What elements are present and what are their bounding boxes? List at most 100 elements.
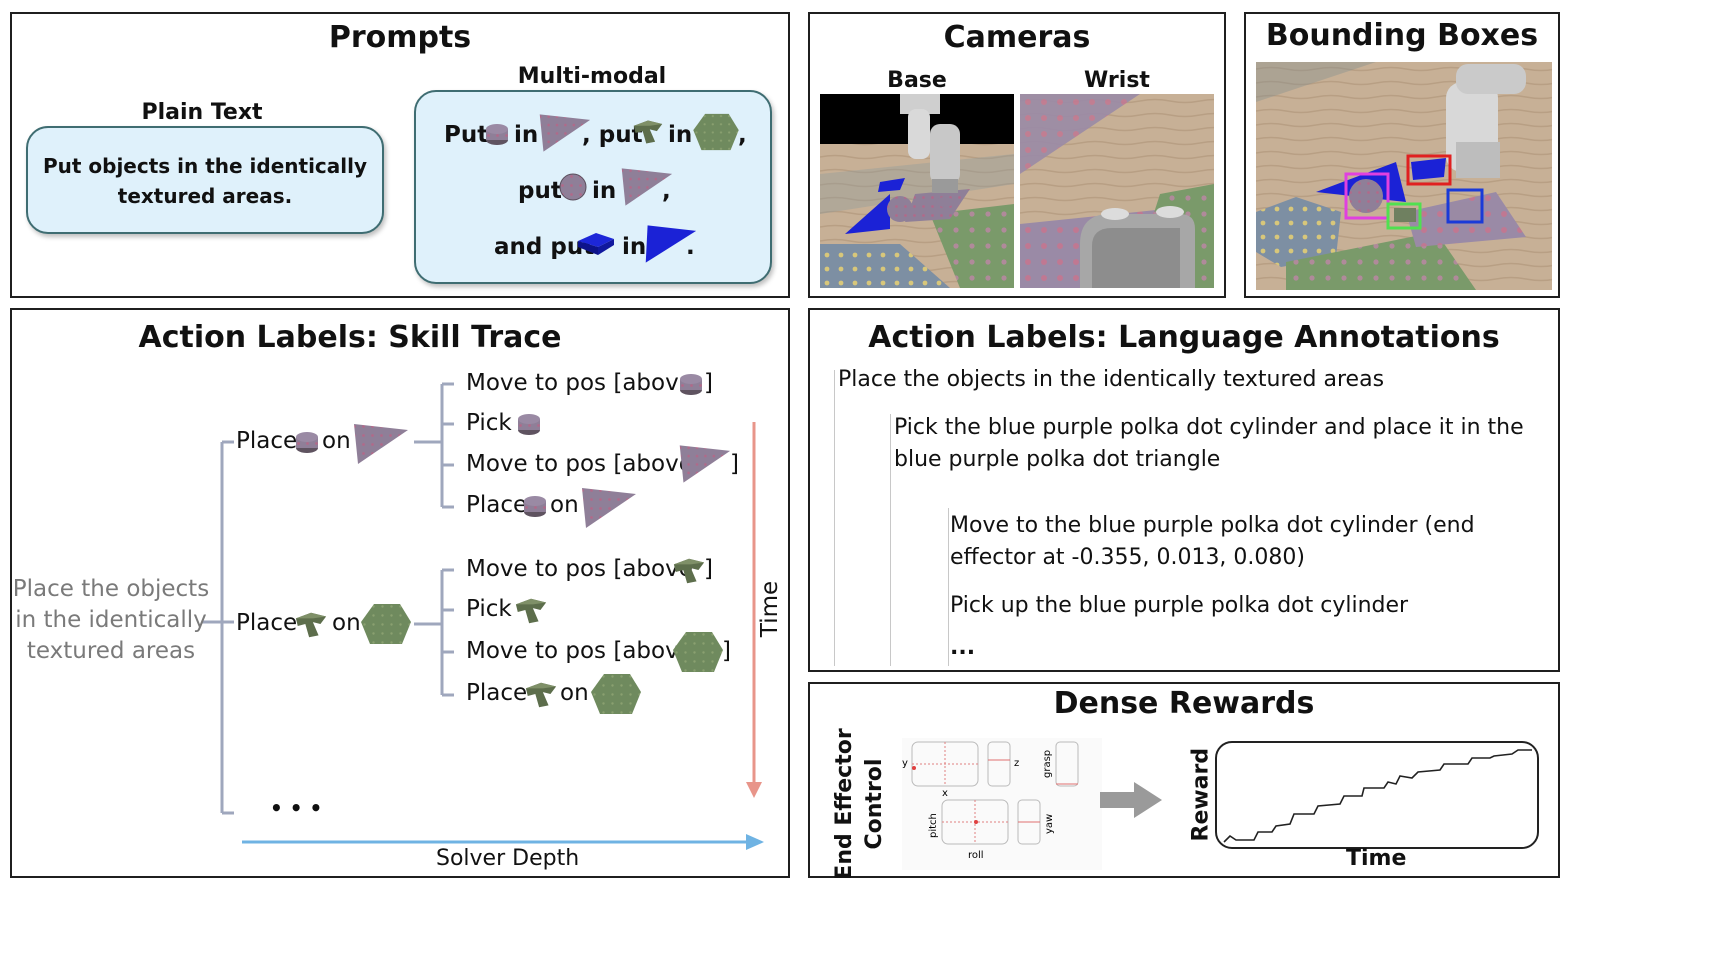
triangle-icon (578, 486, 638, 530)
mm-put2: put (518, 178, 562, 204)
prompts-title: Prompts (328, 20, 472, 55)
root-line-3: textured areas (26, 638, 196, 664)
reward-curve-plot (1215, 741, 1539, 849)
l-shape-icon (672, 556, 706, 586)
skill-trace-panel: Action Labels: Skill Trace (10, 308, 790, 878)
multimodal-bubble: Put in , put in , put in , and put in . (414, 90, 772, 284)
dense-rewards-panel: Dense Rewards End Effector Control y x z… (808, 682, 1560, 880)
cylinder-icon (678, 372, 704, 396)
close-bracket: ] (722, 638, 731, 664)
on-label: on (332, 610, 361, 636)
mm-period: . (686, 234, 695, 260)
place-label: Place (466, 680, 528, 706)
hexagon-icon (360, 602, 412, 646)
place-label: Place (466, 492, 528, 518)
end-effector-line2: Control (862, 758, 887, 850)
root-line-1: Place the objects (12, 576, 210, 602)
bounding-boxes-image (1256, 62, 1552, 290)
solver-depth-label: Solver Depth (436, 846, 580, 871)
on-label: on (322, 428, 351, 454)
mm-comma: , (738, 122, 747, 148)
reward-axis-label: Reward (1188, 747, 1214, 842)
close-bracket: ] (704, 370, 713, 396)
l-shape-icon (632, 118, 664, 146)
cameras-title: Cameras (943, 20, 1091, 55)
solver-depth-arrow (242, 834, 764, 850)
base-camera-label: Base (887, 68, 947, 93)
subplot-label-y: y (902, 758, 908, 769)
subplot-label-pitch: pitch (928, 813, 939, 838)
mm-and-put: and put (494, 234, 595, 260)
cameras-panel: Cameras Base Wrist (808, 12, 1226, 298)
cylinder-icon (522, 494, 548, 518)
mm-in: in (668, 122, 693, 148)
continuation-ellipsis: • • • (270, 796, 323, 820)
subplot-label-z: z (1014, 758, 1019, 769)
dense-rewards-title: Dense Rewards (1053, 686, 1315, 721)
subplot-label-grasp: grasp (1042, 750, 1053, 778)
subplot-label-roll: roll (968, 850, 984, 861)
mm-put: Put (444, 122, 489, 148)
triangle-icon (676, 442, 732, 486)
reward-time-label: Time (1346, 846, 1407, 871)
place-label: Place (236, 610, 298, 636)
pick-label: Pick (466, 596, 512, 622)
ball-icon (558, 172, 588, 202)
skill-trace-title: Action Labels: Skill Trace (138, 320, 562, 355)
l-shape-icon (524, 680, 558, 710)
hexagon-icon (692, 112, 740, 152)
move-to-pos-label: Move to pos [above (466, 556, 693, 582)
annotation-level-3-pick: Pick up the blue purple polka dot cylind… (950, 593, 1409, 618)
close-bracket: ] (730, 451, 739, 477)
mm-in: in (622, 234, 647, 260)
base-camera-image (820, 94, 1014, 288)
plain-text-bubble: Put objects in the identically textured … (26, 126, 384, 234)
l-shape-icon (514, 596, 548, 626)
annotation-level-1: Place the objects in the identically tex… (838, 367, 1385, 392)
move-to-pos-label: Move to pos [above (466, 451, 693, 477)
annotation-level-3-move: Move to the blue purple polka dot cylind… (950, 510, 1475, 574)
indent-line-3 (948, 508, 949, 666)
bbox-l-shape (1386, 202, 1422, 230)
plain-text-line2: textured areas. (117, 184, 293, 208)
time-arrow (746, 422, 762, 798)
mm-in: in (514, 122, 539, 148)
cylinder-icon (516, 412, 542, 436)
reward-curve (1223, 749, 1532, 843)
cylinder-icon (484, 122, 510, 146)
bounding-boxes-panel: Bounding Boxes (1244, 12, 1560, 298)
mm-in: in (592, 178, 617, 204)
end-effector-line1: End Effector (832, 728, 857, 880)
indent-line-2 (890, 414, 891, 666)
annotation-level-2: Pick the blue purple polka dot cylinder … (894, 412, 1524, 476)
on-label: on (550, 492, 579, 518)
plain-text-heading: Plain Text (141, 100, 263, 125)
plain-text-line1: Put objects in the identically (42, 154, 368, 178)
root-node: Place the objects in the identically tex… (12, 574, 210, 667)
blue-block-icon (576, 228, 616, 260)
mm-comma-put: , put (582, 122, 643, 148)
move-to-pos-label: Move to pos [above (466, 370, 693, 396)
multimodal-heading: Multi-modal (517, 64, 667, 89)
end-effector-subplots: y x z grasp pitch roll yaw (902, 738, 1102, 870)
language-annotations-panel: Action Labels: Language Annotations Plac… (808, 308, 1560, 672)
annotation-level-3-move-line1: Move to the blue purple polka dot cylind… (950, 513, 1475, 538)
pick-label: Pick (466, 410, 512, 436)
bbox-cylinder (1446, 188, 1484, 224)
bounding-boxes-title: Bounding Boxes (1265, 18, 1539, 53)
end-effector-axis-label: End Effector Control (830, 714, 890, 894)
l-shape-icon (294, 610, 328, 640)
time-axis-label: Time (757, 580, 784, 638)
hexagon-icon (672, 630, 724, 674)
bbox-ball (1344, 172, 1390, 220)
annotation-level-2-line1: Pick the blue purple polka dot cylinder … (894, 415, 1524, 440)
language-annotations-title: Action Labels: Language Annotations (868, 320, 1500, 355)
close-bracket: ] (704, 556, 713, 582)
annotation-level-3-move-line2: effector at -0.355, 0.013, 0.080) (950, 545, 1305, 570)
move-to-pos-label: Move to pos [above (466, 638, 693, 664)
mm-comma: , (662, 178, 671, 204)
subplot-label-x: x (942, 788, 948, 799)
on-label: on (560, 680, 589, 706)
arrow-to-reward (1100, 782, 1162, 818)
annotation-level-2-line2: blue purple polka dot triangle (894, 447, 1221, 472)
